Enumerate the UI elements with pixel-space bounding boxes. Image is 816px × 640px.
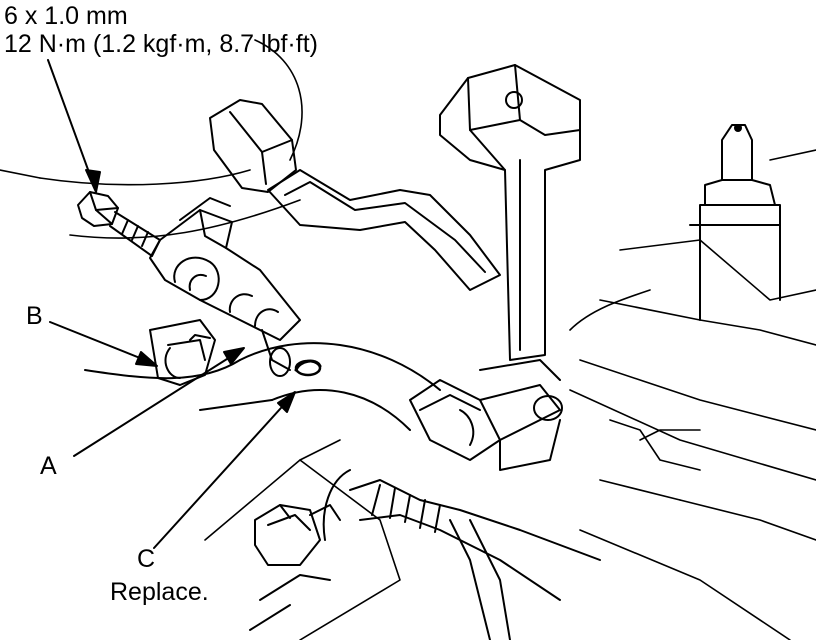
c-arrowhead bbox=[277, 391, 296, 413]
callout-a-label: A bbox=[40, 452, 57, 480]
hose-connector bbox=[409, 359, 563, 471]
mounting-bolt bbox=[77, 191, 161, 257]
electrical-connector bbox=[249, 504, 341, 631]
replace-note-label: Replace. bbox=[110, 578, 209, 606]
upper-hose bbox=[0, 39, 303, 239]
lower-plate bbox=[204, 439, 401, 640]
spec-leader-line bbox=[47, 59, 95, 187]
retaining-clip bbox=[149, 319, 216, 386]
c-leader-line bbox=[153, 397, 291, 549]
engine-block bbox=[569, 149, 816, 640]
vertical-bracket bbox=[439, 64, 581, 361]
o-ring bbox=[294, 359, 322, 377]
torque-spec-label: 12 N·m (1.2 kgf·m, 8.7 lbf·ft) bbox=[4, 30, 318, 58]
lower-hose bbox=[84, 342, 441, 431]
callout-b-label: B bbox=[26, 302, 43, 330]
hose-clamp bbox=[209, 99, 297, 193]
callout-c-label: C bbox=[137, 545, 156, 573]
a-leader-line bbox=[73, 351, 239, 457]
solenoid-valve bbox=[149, 197, 301, 377]
bracket-arm bbox=[267, 169, 501, 291]
bolt-size-label: 6 x 1.0 mm bbox=[4, 2, 128, 30]
wire-harness bbox=[322, 469, 601, 640]
leader-lines bbox=[47, 59, 296, 549]
spec-arrowhead bbox=[85, 169, 101, 193]
a-arrowhead bbox=[223, 347, 245, 365]
sensor-stud bbox=[689, 124, 781, 321]
b-leader-line bbox=[49, 321, 151, 363]
b-arrowhead bbox=[135, 351, 158, 367]
